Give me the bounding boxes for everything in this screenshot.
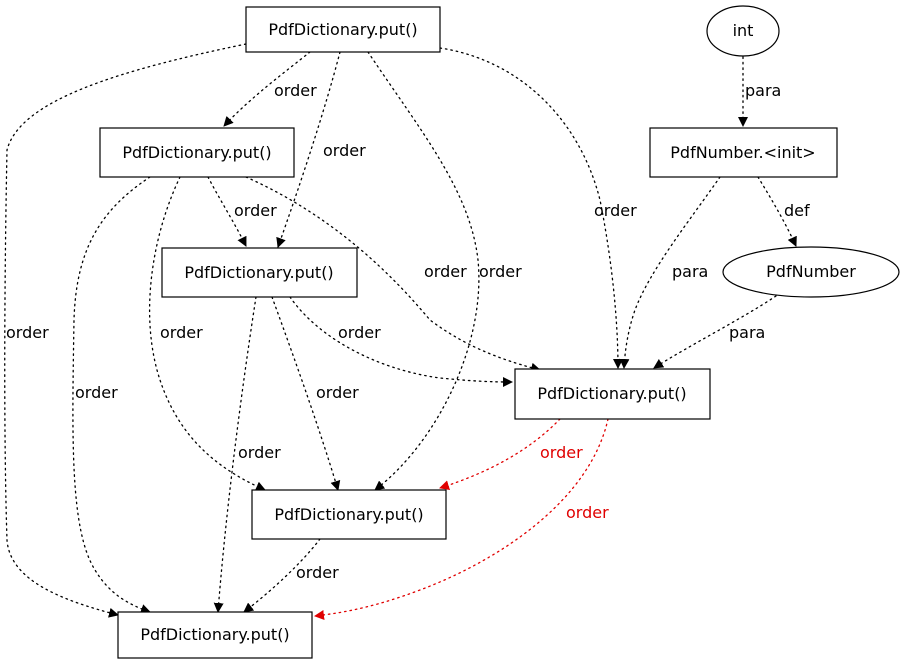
edge-n1-to-n5 [367, 51, 480, 491]
node-label: PdfNumber.<init> [670, 143, 815, 162]
edge-label: order [323, 141, 366, 160]
node-put-5[interactable]: PdfDictionary.put() [251, 489, 447, 540]
node-put-3[interactable]: PdfDictionary.put() [161, 247, 358, 298]
edge-label: para [745, 81, 781, 100]
edge-label: order [6, 323, 49, 342]
edge-label: order [274, 81, 317, 100]
node-label: PdfDictionary.put() [122, 143, 271, 162]
edge-label: order [296, 563, 339, 582]
edge-n1-to-n6 [4, 43, 247, 618]
edge-n5-to-n6 [243, 538, 321, 613]
node-label: PdfDictionary.put() [274, 505, 423, 524]
edge-label: para [729, 323, 765, 342]
edge-pdfnumber-to-n4 [653, 295, 777, 369]
edge-n4-to-n6 [314, 418, 609, 620]
node-label: PdfDictionary.put() [140, 625, 289, 644]
node-pdfnumber-init[interactable]: PdfNumber.<init> [649, 127, 838, 178]
edge-label: order [238, 443, 281, 462]
edge-label: order [234, 201, 277, 220]
node-pdfnumber[interactable]: PdfNumber [722, 246, 900, 298]
node-label: PdfDictionary.put() [184, 263, 333, 282]
edge-label: def [784, 201, 810, 220]
edge-n1-to-n4 [439, 47, 623, 369]
edge-n2-to-n3 [207, 176, 247, 247]
node-put-1[interactable]: PdfDictionary.put() [245, 6, 441, 53]
edge-init-to-pdfnumber [757, 176, 797, 247]
edge-n3-to-n4 [289, 296, 513, 387]
node-put-4[interactable]: PdfDictionary.put() [514, 368, 711, 420]
edges: order order order order order order orde… [4, 43, 810, 620]
node-label: int [733, 21, 754, 40]
edge-label: order [75, 383, 118, 402]
edge-label: order [594, 201, 637, 220]
node-label: PdfNumber [766, 262, 856, 281]
edge-label: order [540, 443, 583, 462]
edge-label: order [424, 262, 467, 281]
edge-n4-to-n5 [439, 418, 561, 491]
edge-n2-to-n4 [245, 176, 541, 373]
node-label: PdfDictionary.put() [268, 20, 417, 39]
edge-n2-to-n5 [148, 176, 266, 491]
node-put-6[interactable]: PdfDictionary.put() [117, 611, 313, 659]
edge-label: para [672, 262, 708, 281]
node-put-2[interactable]: PdfDictionary.put() [99, 127, 295, 178]
edge-n1-to-n2 [223, 51, 311, 127]
edge-label: order [338, 323, 381, 342]
nodes: PdfDictionary.put() PdfDictionary.put() … [99, 5, 900, 659]
edge-init-to-n4 [619, 176, 721, 369]
node-label: PdfDictionary.put() [537, 384, 686, 403]
edge-n3-to-n6 [213, 296, 257, 613]
edge-label: order [316, 383, 359, 402]
edge-label: order [160, 323, 203, 342]
edge-label: order [479, 262, 522, 281]
node-int[interactable]: int [706, 5, 780, 57]
edge-n1-to-n3 [276, 51, 341, 248]
edge-n2-to-n6 [72, 176, 151, 614]
edge-label: order [566, 503, 609, 522]
